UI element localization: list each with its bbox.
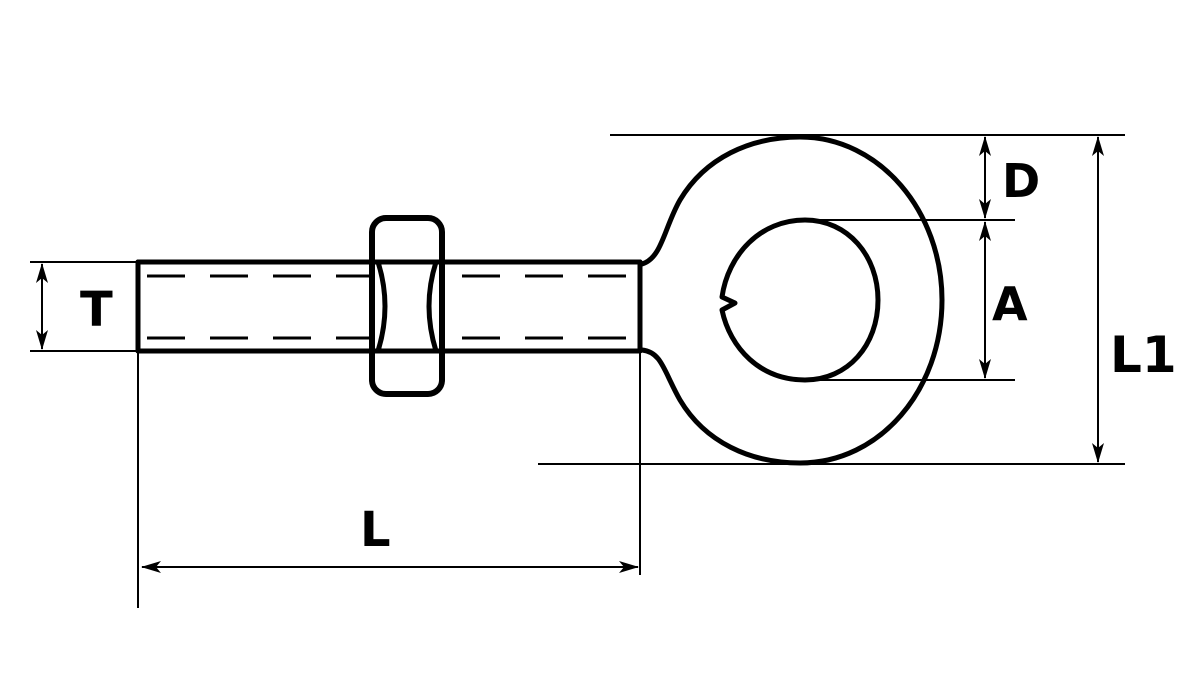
label-shank-length: L xyxy=(360,502,391,558)
label-overall-eye-height: L1 xyxy=(1110,326,1177,384)
label-thread-diameter: T xyxy=(80,282,113,338)
label-eye-thickness: D xyxy=(1002,154,1040,208)
eye-ring xyxy=(639,134,945,466)
extension-lines xyxy=(30,134,1125,608)
dimension-lines xyxy=(36,136,1104,573)
hex-nut xyxy=(369,215,445,397)
label-eye-inner-diameter: A xyxy=(992,277,1028,331)
